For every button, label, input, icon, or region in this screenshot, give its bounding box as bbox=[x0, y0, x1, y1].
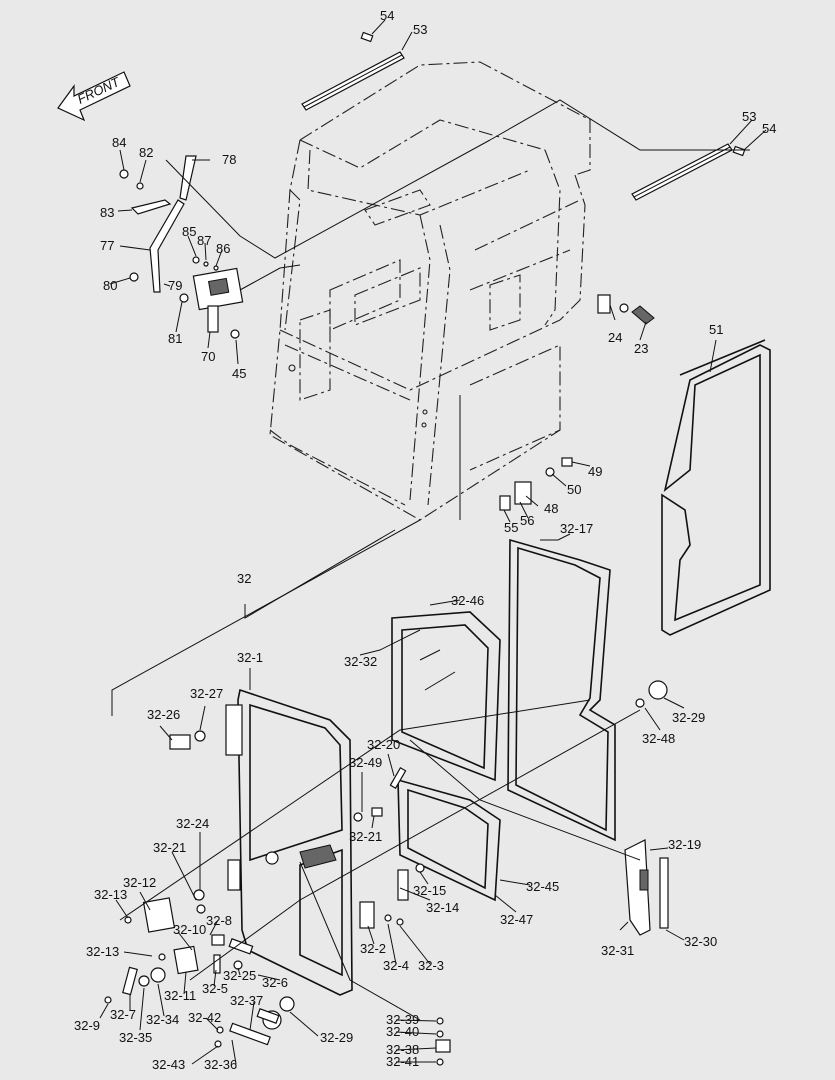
callout: 32-10 bbox=[173, 922, 206, 937]
callout: 32-38 bbox=[386, 1042, 419, 1057]
callout: 32-11 bbox=[164, 988, 196, 1003]
callout: 32-31 bbox=[601, 943, 634, 958]
latch-assembly bbox=[119, 155, 244, 339]
callout: 45 bbox=[232, 366, 246, 381]
callout: 32-39 bbox=[386, 1012, 419, 1027]
callout: 32-12 bbox=[123, 875, 156, 890]
callout: 32-24 bbox=[176, 816, 209, 831]
callout: 51 bbox=[709, 322, 723, 337]
callout: 32-5 bbox=[202, 981, 228, 996]
callout: 32-37 bbox=[230, 993, 263, 1008]
callout: 55 bbox=[504, 520, 518, 535]
callout: 54 bbox=[762, 121, 776, 136]
callout: 32-19 bbox=[668, 837, 701, 852]
callout: 84 bbox=[112, 135, 126, 150]
callout: 32-7 bbox=[110, 1007, 136, 1022]
callout: 50 bbox=[567, 482, 581, 497]
callout: 78 bbox=[222, 152, 236, 167]
callout: 23 bbox=[634, 341, 648, 356]
callout: 80 bbox=[103, 278, 117, 293]
callout: 53 bbox=[742, 109, 756, 124]
callout: 32-48 bbox=[642, 731, 675, 746]
callout: 32 bbox=[237, 571, 251, 586]
callout: 32-36 bbox=[204, 1057, 237, 1072]
callout: 54 bbox=[380, 8, 394, 23]
callout: 49 bbox=[588, 464, 602, 479]
front-arrow-icon: FRONT bbox=[57, 71, 131, 122]
bumper-parts bbox=[597, 294, 655, 325]
callout: 32-14 bbox=[426, 900, 459, 915]
callout: 32-9 bbox=[74, 1018, 100, 1033]
callout: 32-2 bbox=[360, 941, 386, 956]
callout: 53 bbox=[413, 22, 427, 37]
callout: 32-15 bbox=[413, 883, 446, 898]
callout: 48 bbox=[544, 501, 558, 516]
callout: 32-45 bbox=[526, 879, 559, 894]
callout: 77 bbox=[100, 238, 114, 253]
callout: 32-1 bbox=[237, 650, 263, 665]
callout: 32-25 bbox=[223, 968, 256, 983]
callout: 32-6 bbox=[262, 975, 288, 990]
callout: 32-27 bbox=[190, 686, 223, 701]
callout: 24 bbox=[608, 330, 622, 345]
callout: 32-13 bbox=[86, 944, 119, 959]
callout: 32-32 bbox=[344, 654, 377, 669]
callout: 83 bbox=[100, 205, 114, 220]
callout: 32-29 bbox=[320, 1030, 353, 1045]
callout: 32-34 bbox=[146, 1012, 179, 1027]
door-side-parts bbox=[624, 680, 669, 936]
callout: 32-3 bbox=[418, 958, 444, 973]
callout-labels: 54 53 53 54 84 82 78 83 85 87 86 77 80 7… bbox=[74, 8, 776, 1072]
callout: 32-49 bbox=[349, 755, 382, 770]
callout: 81 bbox=[168, 331, 182, 346]
callout: 32-13 bbox=[94, 887, 127, 902]
callout: 32-35 bbox=[119, 1030, 152, 1045]
callout: 32-21 bbox=[349, 829, 382, 844]
callout: 79 bbox=[168, 278, 182, 293]
callout: 85 bbox=[182, 224, 196, 239]
callout: 32-42 bbox=[188, 1010, 221, 1025]
callout: 32-17 bbox=[560, 521, 593, 536]
callout: 32-43 bbox=[152, 1057, 185, 1072]
window-32-47 bbox=[397, 778, 501, 902]
rail-top-left bbox=[301, 31, 405, 111]
callout: 82 bbox=[139, 145, 153, 160]
callout: 32-29 bbox=[672, 710, 705, 725]
seal-32-17 bbox=[507, 538, 616, 842]
window-32-46 bbox=[391, 611, 501, 782]
callout: 32-40 bbox=[386, 1024, 419, 1039]
callout: 56 bbox=[520, 513, 534, 528]
callout: 32-30 bbox=[684, 934, 717, 949]
callout: 86 bbox=[216, 241, 230, 256]
callout: 32-46 bbox=[451, 593, 484, 608]
seal-51 bbox=[661, 339, 771, 636]
callout: 70 bbox=[201, 349, 215, 364]
callout: 32-41 bbox=[386, 1054, 419, 1069]
callout: 32-26 bbox=[147, 707, 180, 722]
callout: 32-8 bbox=[206, 913, 232, 928]
cab-frame bbox=[269, 61, 591, 521]
door-32-1 bbox=[225, 688, 353, 996]
door-hardware bbox=[104, 730, 451, 1066]
callout: 32-47 bbox=[500, 912, 533, 927]
callout: 32-4 bbox=[383, 958, 409, 973]
svg-text:FRONT: FRONT bbox=[75, 74, 123, 107]
callout: 32-20 bbox=[367, 737, 400, 752]
callout: 32-21 bbox=[153, 840, 186, 855]
hinge-parts bbox=[499, 457, 573, 511]
rail-top-right bbox=[631, 143, 746, 201]
leader-lines bbox=[99, 19, 767, 1065]
callout: 87 bbox=[197, 233, 211, 248]
